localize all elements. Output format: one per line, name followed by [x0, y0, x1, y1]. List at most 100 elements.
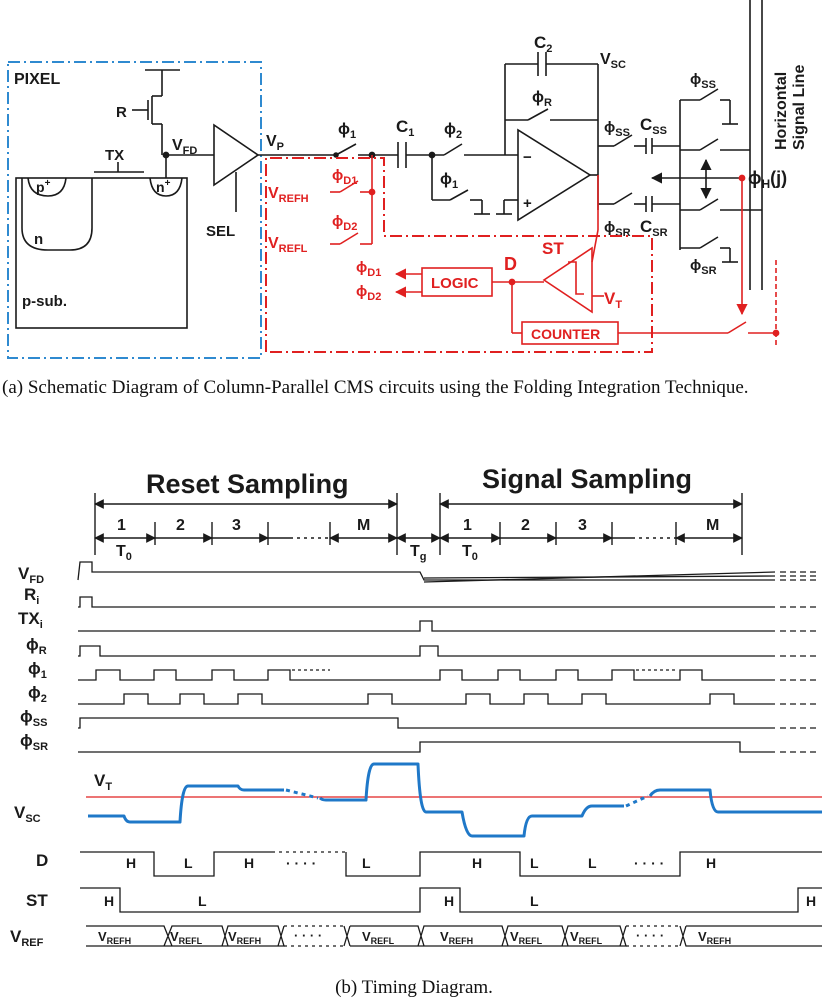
vref-seg-4: VREFL	[362, 929, 395, 946]
c1-label: C1	[396, 117, 414, 139]
vt-label-a: VT	[604, 289, 622, 311]
vrefl-label: VREFL	[268, 235, 308, 255]
label-phi2: ϕ2	[28, 683, 47, 705]
column-adc: VREFH VREFL ϕD1 ϕD2 LOGIC ϕD1 ϕD2 D ST V…	[265, 155, 780, 353]
phiD2-label: ϕD2	[332, 213, 357, 233]
period-signal-2: 2	[521, 517, 530, 534]
tx-label: TX	[105, 147, 124, 164]
phiD1-out: ϕD1	[356, 259, 381, 279]
t0-reset: T0	[116, 543, 132, 563]
schematic: PIXEL p-sub. n p+ n+ TX R VFD SEL	[7, 0, 808, 359]
st-level-5: H	[806, 893, 816, 909]
vref-seg-1: VREFH	[98, 929, 131, 946]
label-vfd: VFD	[18, 564, 44, 586]
psub-label: p-sub.	[22, 293, 67, 310]
csr-label: CSR	[640, 217, 668, 239]
n-well	[21, 178, 93, 251]
counter-label: COUNTER	[531, 326, 600, 342]
vref-dots-2: · · · ·	[636, 928, 664, 943]
wave-phi1	[78, 669, 775, 681]
n-label: n	[34, 231, 43, 248]
wave-d	[80, 851, 822, 877]
label-vsc: VSC	[14, 803, 41, 825]
signal-sampling-title: Signal Sampling	[482, 464, 692, 494]
svg-text:+: +	[523, 195, 532, 212]
p-plus-region	[27, 177, 67, 197]
wave-vfd	[77, 561, 775, 581]
comparator	[542, 246, 593, 314]
d-level-1: H	[126, 855, 136, 871]
phiR-label: ϕR	[532, 89, 552, 109]
wave-vref	[86, 925, 822, 947]
period-signal-3: 3	[578, 517, 587, 534]
phiD1-label: ϕD1	[332, 167, 357, 187]
label-txi: TXi	[18, 609, 43, 631]
p-substrate	[15, 177, 188, 329]
pixel-box	[7, 61, 262, 359]
d-level-6: L	[530, 855, 539, 871]
n-plus-label: n+	[156, 178, 171, 195]
label-vref: VREF	[10, 927, 44, 949]
tg-label: Tg	[410, 543, 427, 563]
vref-seg-3: VREFH	[228, 929, 261, 946]
sel-label: SEL	[206, 223, 235, 240]
wave-vsc	[88, 762, 822, 838]
caption-timing: (b) Timing Diagram.	[335, 977, 493, 998]
caption-schematic: (a) Schematic Diagram of Column-Parallel…	[2, 377, 749, 398]
phiSR-label-b: ϕSR	[690, 257, 717, 277]
label-phiss: ϕSS	[20, 707, 47, 729]
wave-txi	[78, 620, 775, 632]
st-label-a: ST	[542, 239, 564, 258]
wave-st	[80, 887, 822, 913]
period-reset-3: 3	[232, 517, 241, 534]
d-dots-2: · · · ·	[634, 855, 664, 871]
wave-phisr	[78, 741, 775, 753]
label-phir: ϕR	[26, 635, 47, 657]
d-level-5: H	[472, 855, 482, 871]
d-dots: · · · ·	[286, 855, 316, 871]
n-plus-region	[149, 177, 183, 197]
pixel-title: PIXEL	[14, 71, 60, 88]
period-reset-m: M	[357, 517, 370, 534]
st-level-3: H	[444, 893, 454, 909]
vref-seg-8: VREFH	[698, 929, 731, 946]
d-node-label: D	[504, 254, 517, 274]
period-reset-1: 1	[117, 517, 126, 534]
c2-label: C2	[534, 33, 552, 55]
period-signal-1: 1	[463, 517, 472, 534]
phiSS-label-a: ϕSS	[604, 119, 630, 139]
logic-label: LOGIC	[431, 275, 479, 292]
hsl-label: HorizontalSignal Line	[773, 65, 808, 150]
vrefh-label: VREFH	[268, 185, 309, 205]
r-label: R	[116, 104, 127, 121]
reset-sampling-title: Reset Sampling	[146, 469, 349, 499]
vp-label: VP	[266, 133, 284, 153]
svg-text:−: −	[523, 149, 532, 166]
label-ri: Ri	[24, 585, 39, 607]
label-phisr: ϕSR	[20, 731, 48, 753]
phiH-label: ϕH(j)	[748, 168, 787, 191]
wave-phiss	[78, 717, 775, 729]
st-level-4: L	[530, 893, 539, 909]
d-level-8: H	[706, 855, 716, 871]
st-level-2: L	[198, 893, 207, 909]
vref-seg-6: VREFL	[510, 929, 543, 946]
period-signal-m: M	[706, 517, 719, 534]
phi1-label-b: ϕ1	[440, 171, 458, 191]
d-level-7: L	[588, 855, 597, 871]
period-reset-2: 2	[176, 517, 185, 534]
d-level-2: L	[184, 855, 193, 871]
label-d: D	[36, 851, 48, 870]
vref-seg-7: VREFL	[570, 929, 603, 946]
css-label: CSS	[640, 115, 667, 137]
source-follower	[213, 123, 260, 187]
vfd-label: VFD	[172, 137, 197, 157]
vref-dots: · · · ·	[294, 928, 322, 943]
vsc-label-a: VSC	[600, 51, 626, 71]
st-level-1: H	[104, 893, 114, 909]
phi2-label: ϕ2	[444, 121, 462, 141]
wave-phi2	[78, 693, 775, 705]
adc-box	[265, 157, 653, 353]
integrator-opamp	[517, 128, 592, 222]
